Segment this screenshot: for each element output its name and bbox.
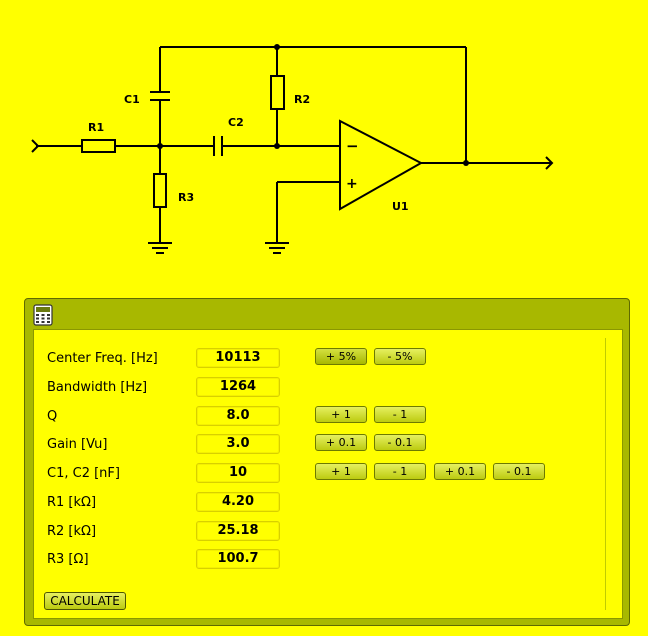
r1-field[interactable]: 4.20	[196, 492, 280, 512]
calculate-button[interactable]: CALCULATE	[44, 592, 126, 610]
circuit-diagram: C1 R1 C2 R2 R3 U1 − +	[31, 44, 554, 254]
r2-label: R2 [kΩ]	[47, 524, 97, 539]
r2-field[interactable]: 25.18	[196, 521, 280, 541]
row-gain: Gain [Vu] 3.0 + 0.1 - 0.1	[34, 434, 622, 456]
cap-plus-01-button[interactable]: + 0.1	[434, 463, 486, 480]
center-freq-field[interactable]: 10113	[196, 348, 280, 368]
svg-text:R3: R3	[178, 191, 194, 204]
r3-field[interactable]: 100.7	[196, 549, 280, 569]
cap-minus-1-button[interactable]: - 1	[374, 463, 426, 480]
capacitance-label: C1, C2 [nF]	[47, 466, 120, 481]
svg-text:C2: C2	[228, 116, 244, 129]
q-label: Q	[47, 409, 58, 424]
r3-label: R3 [Ω]	[47, 552, 89, 567]
svg-text:C1: C1	[124, 93, 140, 106]
row-capacitance: C1, C2 [nF] 10 + 1 - 1 + 0.1 - 0.1	[34, 463, 622, 485]
gain-field[interactable]: 3.0	[196, 434, 280, 454]
row-r3: R3 [Ω] 100.7	[34, 549, 622, 571]
row-r1: R1 [kΩ] 4.20	[34, 492, 622, 514]
svg-text:U1: U1	[392, 200, 409, 213]
gain-plus-button[interactable]: + 0.1	[315, 434, 367, 451]
bandwidth-label: Bandwidth [Hz]	[47, 380, 148, 395]
svg-text:+: +	[346, 176, 358, 192]
center-freq-label: Center Freq. [Hz]	[47, 351, 158, 366]
svg-text:R1: R1	[88, 121, 104, 134]
r1-label: R1 [kΩ]	[47, 495, 97, 510]
gain-minus-button[interactable]: - 0.1	[374, 434, 426, 451]
bandwidth-field[interactable]: 1264	[196, 377, 280, 397]
q-plus-1-button[interactable]: + 1	[315, 406, 367, 423]
cap-minus-01-button[interactable]: - 0.1	[493, 463, 545, 480]
freq-plus-5-button[interactable]: + 5%	[315, 348, 367, 365]
row-bandwidth: Bandwidth [Hz] 1264	[34, 377, 622, 399]
cap-plus-1-button[interactable]: + 1	[315, 463, 367, 480]
row-center-freq: Center Freq. [Hz] 10113 + 5% - 5%	[34, 348, 622, 370]
divider	[605, 338, 606, 610]
q-minus-1-button[interactable]: - 1	[374, 406, 426, 423]
svg-text:R2: R2	[294, 93, 310, 106]
gain-label: Gain [Vu]	[47, 437, 108, 452]
calculator-panel: Center Freq. [Hz] 10113 + 5% - 5% Bandwi…	[24, 298, 630, 626]
capacitance-field[interactable]: 10	[196, 463, 280, 483]
q-field[interactable]: 8.0	[196, 406, 280, 426]
form-area: Center Freq. [Hz] 10113 + 5% - 5% Bandwi…	[33, 329, 623, 619]
row-q: Q 8.0 + 1 - 1	[34, 406, 622, 428]
calculator-icon	[33, 304, 53, 326]
panel-header	[25, 299, 629, 329]
row-r2: R2 [kΩ] 25.18	[34, 521, 622, 543]
freq-minus-5-button[interactable]: - 5%	[374, 348, 426, 365]
svg-text:−: −	[346, 137, 359, 155]
